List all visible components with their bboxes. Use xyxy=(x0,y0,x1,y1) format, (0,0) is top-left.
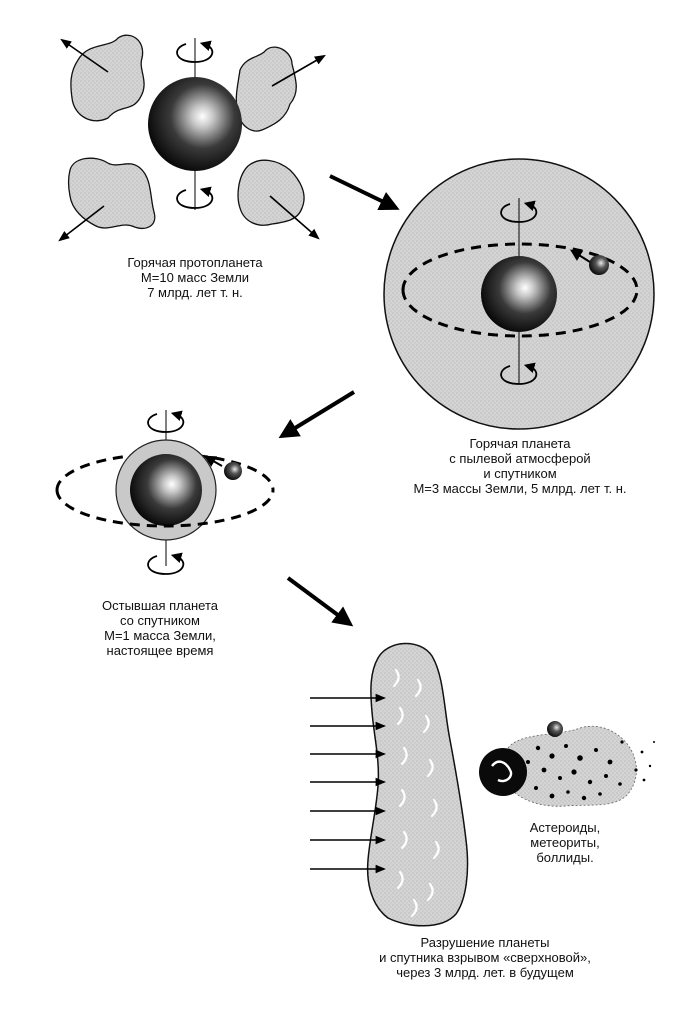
asteroids-caption: Астероиды, метеориты, боллиды. xyxy=(505,820,625,865)
shock-wave-front xyxy=(366,642,469,927)
shattered-planet xyxy=(479,748,527,796)
caption-line: и спутником xyxy=(483,466,557,481)
caption-line: М=1 масса Земли, xyxy=(104,628,216,643)
caption-line: со спутником xyxy=(120,613,200,628)
protoplanet-stage xyxy=(58,34,326,242)
caption-line: 7 млрд. лет т. н. xyxy=(147,285,243,300)
protoplanet-core xyxy=(148,77,242,171)
dust-clump-bottom-left xyxy=(67,157,156,229)
debris-particles xyxy=(526,740,655,801)
caption-line: метеориты, xyxy=(530,835,600,850)
caption-line: боллиды. xyxy=(536,850,594,865)
satellite-fragment xyxy=(547,721,563,737)
cooled-planet-stage xyxy=(55,410,275,575)
caption-line: с пылевой атмосферой xyxy=(449,451,591,466)
protoplanet-caption: Горячая протопланета М=10 масс Земли 7 м… xyxy=(95,255,295,300)
dust-clump-bottom-right xyxy=(237,159,305,226)
hot-planet-core xyxy=(481,256,557,332)
ejecta-arrow-bottom-right xyxy=(269,195,320,240)
caption-line: настоящее время xyxy=(106,643,214,658)
ejecta-arrow-top-left xyxy=(60,38,109,73)
caption-line: М=3 массы Земли, 5 млрд. лет т. н. xyxy=(413,481,627,496)
caption-line: М=10 масс Земли xyxy=(140,270,250,285)
destruction-stage xyxy=(310,642,469,927)
transition-arrow-1 xyxy=(329,174,400,211)
caption-line: Астероиды, xyxy=(529,820,601,835)
caption-line: Остывшая планета xyxy=(102,598,218,613)
hot-planet-caption: Горячая планета с пылевой атмосферой и с… xyxy=(380,436,660,496)
rotation-arrow-bottom-icon xyxy=(147,552,185,575)
hot-planet-stage xyxy=(383,158,655,430)
destruction-caption: Разрушение планеты и спутника взрывом «с… xyxy=(335,935,635,980)
caption-line: через 3 млрд. лет. в будущем xyxy=(396,965,574,980)
satellite xyxy=(224,462,242,480)
planet-crack-mark xyxy=(491,760,513,783)
ejecta-arrow-bottom-left xyxy=(58,205,105,242)
rotation-arrow-bottom-icon xyxy=(176,186,214,209)
caption-line: и спутника взрывом «сверхновой», xyxy=(379,950,591,965)
orbit-direction-arrow-icon xyxy=(569,249,591,263)
satellite-orbit-front xyxy=(401,289,639,338)
orbit-direction-arrow-icon xyxy=(203,455,223,467)
shock-wave-swirls xyxy=(392,668,440,918)
ejecta-arrow-top-right xyxy=(271,54,326,87)
satellite xyxy=(589,255,609,275)
supernova-radiation-arrows xyxy=(310,693,387,874)
transition-arrow-2 xyxy=(278,390,356,439)
caption-line: Горячая протопланета xyxy=(127,255,263,270)
satellite-orbit-back xyxy=(401,242,639,291)
rotation-arrow-top-icon xyxy=(176,40,214,63)
cooled-planet-core xyxy=(130,454,202,526)
dust-clump-top-left xyxy=(70,34,145,122)
caption-line: Разрушение планеты xyxy=(420,935,550,950)
rotation-arrow-bottom-icon xyxy=(500,362,538,385)
dust-clump-top-right xyxy=(235,46,297,132)
rotation-arrow-top-icon xyxy=(500,200,538,223)
transition-arrow-3 xyxy=(286,576,354,627)
asteroids-stage xyxy=(479,721,655,807)
rotation-arrow-top-icon xyxy=(147,410,185,433)
satellite-orbit-front xyxy=(55,489,275,528)
cooled-planet-caption: Остывшая планета со спутником М=1 масса … xyxy=(60,598,260,658)
caption-line: Горячая планета xyxy=(469,436,571,451)
